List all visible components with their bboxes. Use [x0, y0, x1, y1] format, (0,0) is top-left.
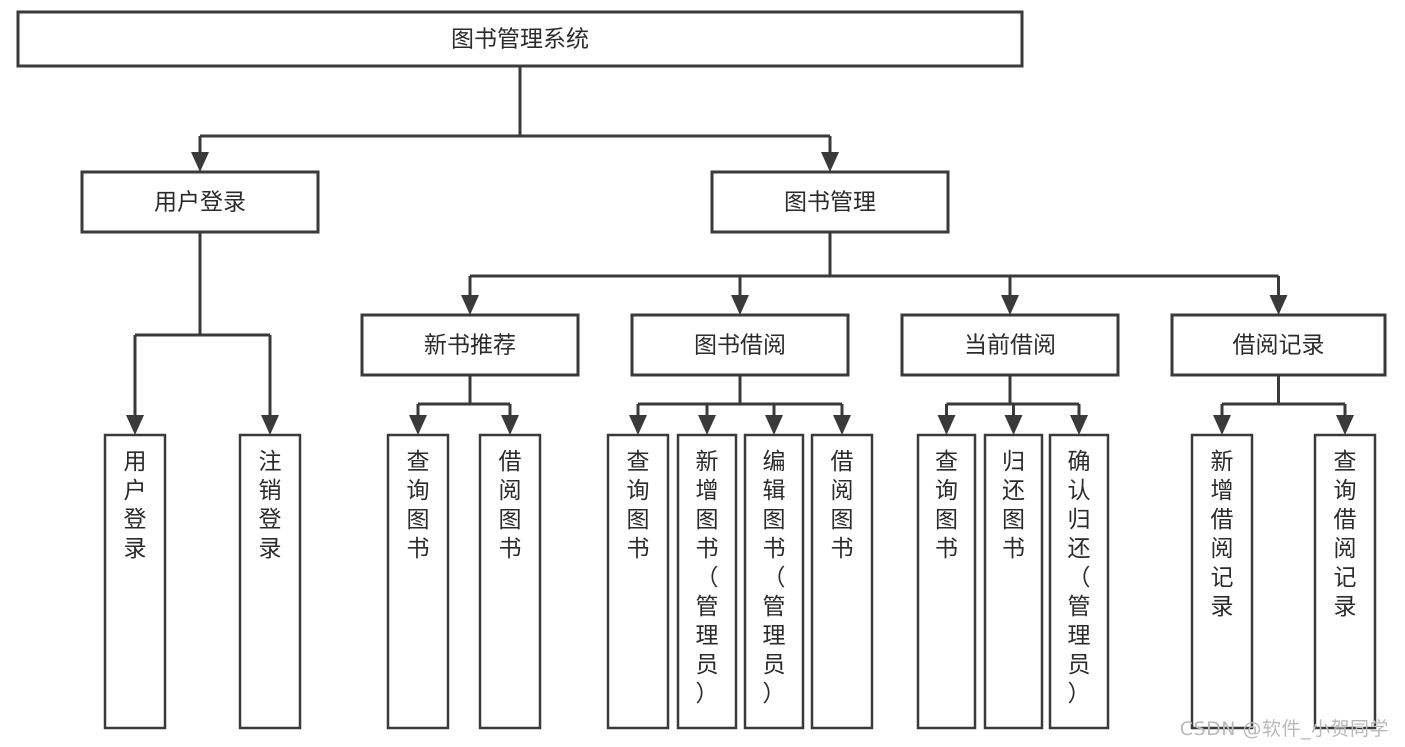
arrow-head-icon	[261, 415, 279, 435]
node-label: 借阅记录	[1233, 333, 1325, 359]
arrow-head-icon	[1269, 295, 1288, 315]
node-leaf-borrow-book-rec[interactable]	[478, 433, 542, 730]
node-leaf-query-book-rec[interactable]	[386, 433, 450, 730]
node-label: 图书借阅	[694, 333, 786, 359]
arrow-head-icon	[1070, 415, 1088, 435]
node-label: 新书推荐	[424, 333, 516, 359]
leaf-node-label: 用户登录	[124, 449, 147, 562]
arrow-head-icon	[409, 415, 427, 435]
node-root[interactable]	[16, 10, 1024, 68]
leaf-node-label: 新增图书（管理员）	[696, 449, 719, 707]
leaf-node-label: 注销登录	[259, 449, 282, 562]
leaf-node-label: 借阅图书	[499, 449, 522, 562]
node-label: 用户登录	[154, 190, 246, 216]
node-book-borrow[interactable]	[630, 313, 850, 377]
node-leaf-confirm-return[interactable]	[1048, 433, 1110, 730]
node-box[interactable]	[16, 10, 1024, 68]
node-box[interactable]	[478, 433, 542, 730]
arrow-head-icon	[698, 415, 716, 435]
node-label: 图书管理	[784, 190, 876, 216]
arrow-head-icon	[821, 152, 839, 172]
node-box[interactable]	[900, 313, 1120, 377]
node-box[interactable]	[103, 433, 167, 730]
node-box[interactable]	[810, 433, 874, 730]
boxes-layer: 图书管理系统用户登录图书管理新书推荐图书借阅当前借阅借阅记录用户登录注销登录查询…	[16, 10, 1387, 730]
arrow-head-icon	[1213, 415, 1231, 435]
leaf-node-label: 查询图书	[627, 449, 650, 562]
node-box[interactable]	[1170, 313, 1387, 377]
node-box[interactable]	[80, 170, 320, 234]
node-leaf-query-record[interactable]	[1313, 433, 1377, 730]
leaf-node-label: 编辑图书（管理员）	[763, 449, 786, 707]
node-box[interactable]	[630, 313, 850, 377]
leaf-node-label: 归还图书	[1002, 449, 1025, 562]
leaf-node-label: 查询图书	[407, 449, 430, 562]
node-box[interactable]	[676, 433, 738, 730]
node-leaf-edit-book[interactable]	[743, 433, 805, 730]
watermark-label: CSDN @软件_小贺同学	[1179, 718, 1389, 740]
arrow-head-icon	[501, 415, 519, 435]
node-box[interactable]	[386, 433, 450, 730]
node-box[interactable]	[983, 433, 1044, 730]
node-box[interactable]	[710, 170, 950, 234]
node-box[interactable]	[916, 433, 977, 730]
arrow-head-icon	[1004, 415, 1023, 435]
arrow-head-icon	[191, 152, 209, 172]
node-leaf-add-record[interactable]	[1190, 433, 1254, 730]
node-leaf-query-book-current[interactable]	[916, 433, 977, 730]
node-book-manage[interactable]	[710, 170, 950, 234]
node-box[interactable]	[238, 433, 302, 730]
node-leaf-user-login[interactable]	[103, 433, 167, 730]
node-borrow-record[interactable]	[1170, 313, 1387, 377]
node-user-login[interactable]	[80, 170, 320, 234]
arrow-head-icon	[1336, 415, 1354, 435]
arrow-head-icon	[629, 415, 647, 435]
node-leaf-add-book[interactable]	[676, 433, 738, 730]
leaf-node-label: 查询借阅记录	[1334, 449, 1357, 620]
arrow-head-icon	[765, 415, 783, 435]
leaf-node-label: 查询图书	[935, 449, 958, 562]
node-leaf-logout[interactable]	[238, 433, 302, 730]
node-current-borrow[interactable]	[900, 313, 1120, 377]
arrow-head-icon	[833, 415, 851, 435]
arrow-head-icon	[126, 415, 144, 435]
leaf-node-label: 新增借阅记录	[1211, 449, 1234, 620]
node-box[interactable]	[743, 433, 805, 730]
node-leaf-query-book-borrow[interactable]	[606, 433, 670, 730]
node-box[interactable]	[606, 433, 670, 730]
arrow-head-icon	[731, 295, 749, 315]
node-new-book-recommend[interactable]	[360, 313, 580, 377]
node-box[interactable]	[1190, 433, 1254, 730]
arrow-head-icon	[1001, 295, 1019, 315]
node-box[interactable]	[1048, 433, 1110, 730]
arrow-head-icon	[461, 295, 479, 315]
node-box[interactable]	[360, 313, 580, 377]
leaf-node-label: 确认归还（管理员）	[1068, 449, 1091, 707]
node-leaf-borrow-book[interactable]	[810, 433, 874, 730]
node-box[interactable]	[1313, 433, 1377, 730]
leaf-node-label: 借阅图书	[831, 449, 854, 562]
node-label: 当前借阅	[964, 333, 1056, 359]
node-label: 图书管理系统	[451, 27, 589, 53]
arrow-head-icon	[937, 415, 956, 435]
connectors-layer	[126, 66, 1354, 435]
node-leaf-return-book[interactable]	[983, 433, 1044, 730]
